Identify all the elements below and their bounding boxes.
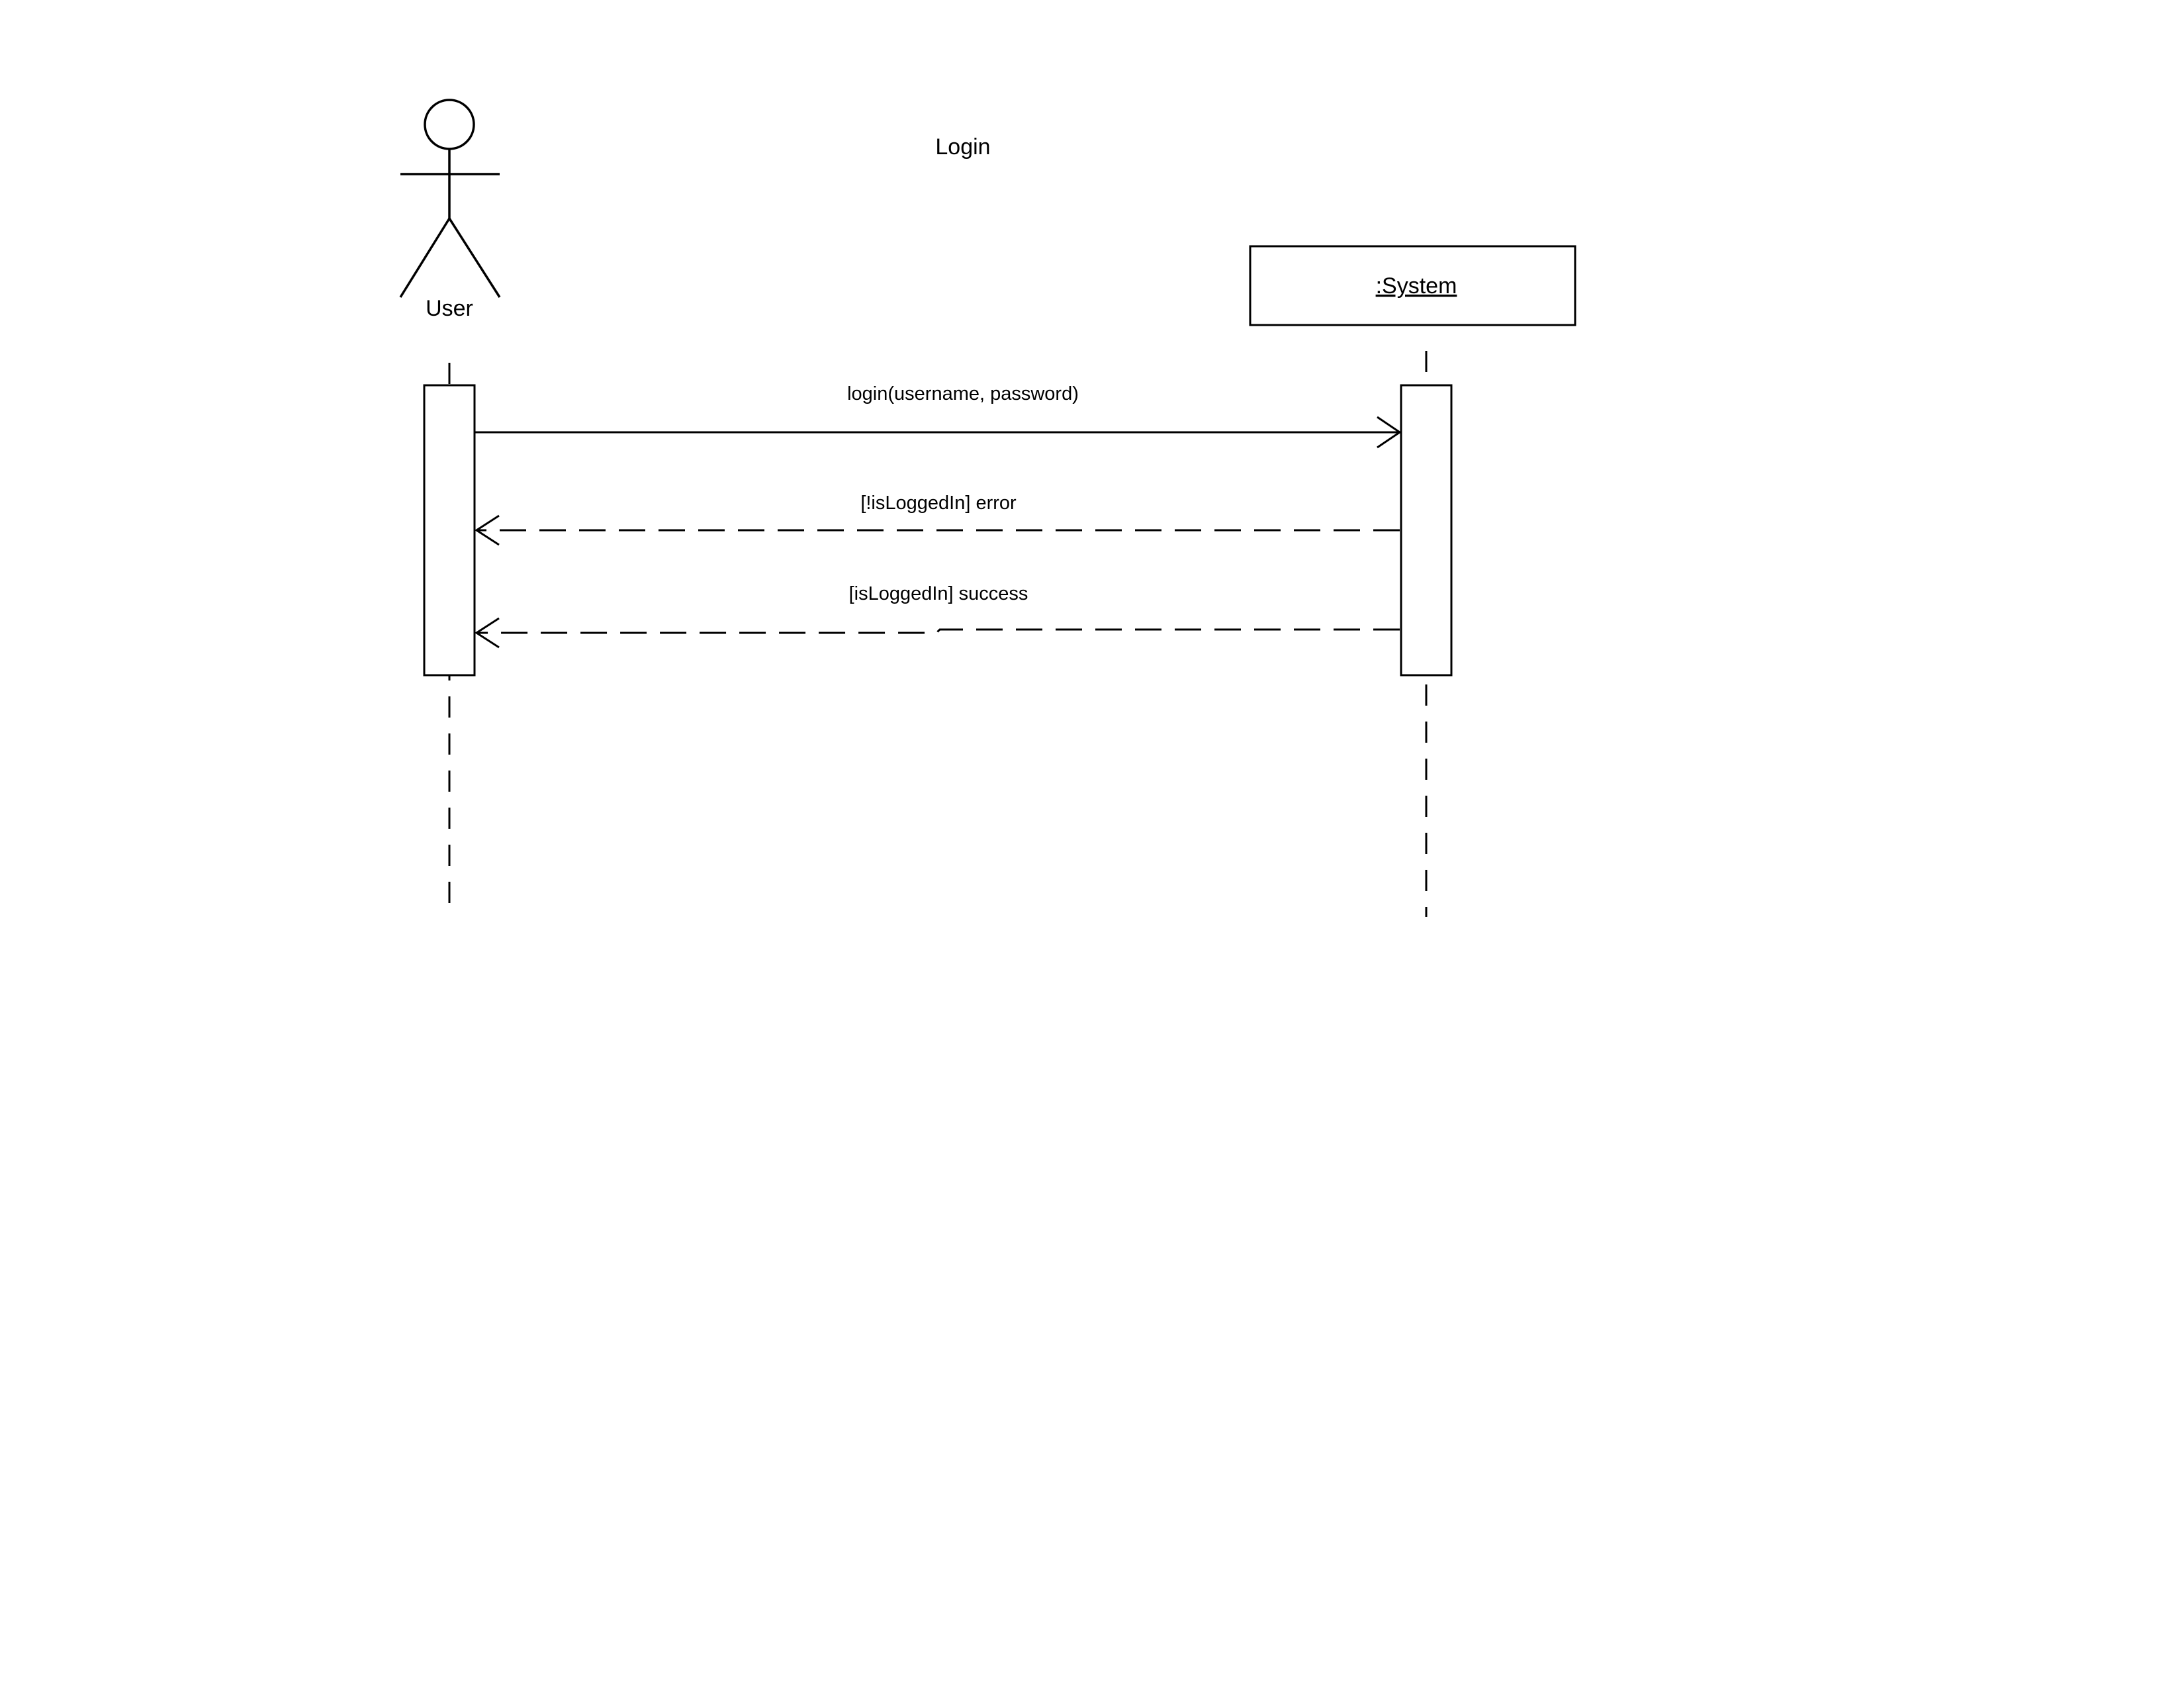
object-label: :System: [1376, 273, 1457, 299]
open-arrowhead-right-icon: [1377, 416, 1402, 449]
message-error: [!isLoggedIn] error: [475, 492, 1400, 546]
open-arrowhead-left-icon: [475, 514, 500, 546]
object-activation-bar: [1400, 384, 1453, 677]
actor-activation-bar: [423, 384, 476, 677]
open-arrowhead-left-icon: [475, 617, 500, 649]
actor-label: User: [426, 296, 473, 321]
message-label-error: [!isLoggedIn] error: [860, 492, 1017, 514]
diagram-title: Login: [935, 134, 990, 160]
message-login: login(username, password): [475, 383, 1402, 449]
message-label-success: [isLoggedIn] success: [849, 583, 1028, 604]
object-box: [1249, 245, 1576, 326]
stick-figure-icon: [399, 99, 501, 298]
message-success: [isLoggedIn] success: [475, 583, 1400, 649]
message-label-login: login(username, password): [847, 383, 1079, 404]
